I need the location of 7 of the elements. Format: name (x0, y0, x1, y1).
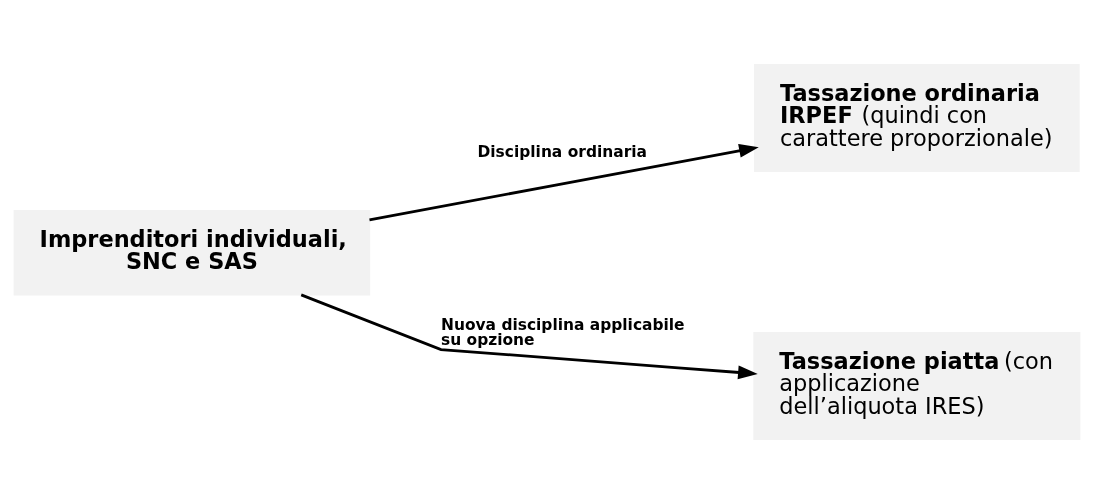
edge-label: Nuova disciplina applicabile su opzione (441, 315, 685, 350)
edge-label: Disciplina ordinaria (477, 142, 647, 161)
node-box: Imprenditori individuali, SNC e SAS (13, 209, 371, 296)
node-box: Tassazione ordinaria IRPEF (quindi con carattere proporzionale) (754, 63, 1080, 172)
arrow (369, 144, 759, 222)
arrow (300, 293, 758, 380)
node-box: Tassazione piatta (con applicazione dell’aliquota IRES) (753, 332, 1081, 441)
